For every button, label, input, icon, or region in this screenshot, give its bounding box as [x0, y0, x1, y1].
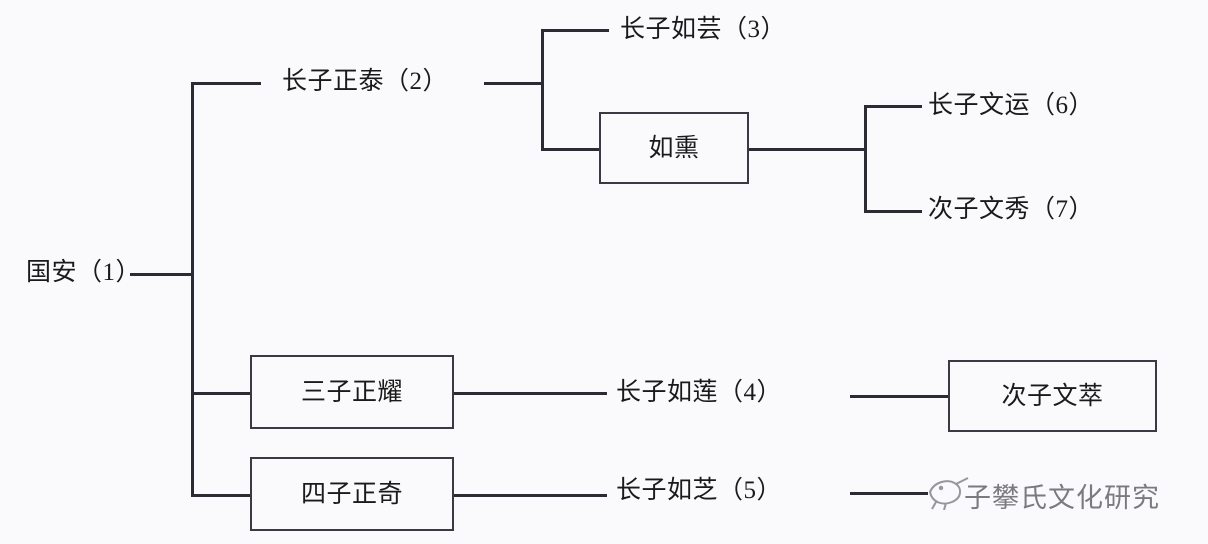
- edge-ruxun-to-wenxiu: [864, 210, 922, 213]
- edge-zhengyao-to-rulian: [452, 392, 607, 395]
- node-zhangzi-zhengtai[interactable]: 长子正泰（2）: [282, 68, 449, 95]
- edge-root-stub: [130, 273, 192, 276]
- node-box-cizi-wencui-label: 次子文萃: [1001, 382, 1104, 410]
- edge-trunk-vertical: [191, 82, 194, 494]
- edge-zhengqi-to-ruzhi: [452, 494, 607, 497]
- edge-trunk-to-zhengyao: [191, 392, 252, 395]
- bird-logo-icon: [926, 472, 970, 511]
- edge-ruxun-split-vertical: [864, 105, 867, 210]
- node-guoan[interactable]: 国安（1）: [26, 259, 142, 286]
- edge-ruxun-to-wenyun: [864, 105, 922, 108]
- edge-zhengtai-to-ruxun: [541, 148, 601, 151]
- edge-zhengtai-split-vertical: [541, 29, 544, 148]
- node-box-sizi-zhengqi-label: 四子正奇: [300, 480, 403, 508]
- edge-zhengtai-to-ruyun: [541, 29, 609, 32]
- edge-rulian-to-wencui: [850, 395, 948, 398]
- edge-ruzhi-stub: [850, 492, 928, 495]
- watermark-text: 子攀氏文化研究: [964, 483, 1160, 513]
- node-cizi-wenxiu[interactable]: 次子文秀（7）: [928, 196, 1095, 223]
- edge-zhengtai-stub: [484, 82, 542, 85]
- node-zhangzi-ruzhi[interactable]: 长子如芝（5）: [616, 477, 783, 504]
- node-zhangzi-ruyun[interactable]: 长子如芸（3）: [620, 16, 787, 43]
- edge-ruxun-stub: [747, 148, 865, 151]
- edge-trunk-to-zhengqi: [191, 494, 252, 497]
- node-box-sanzi-zhengyao-label: 三子正耀: [300, 378, 403, 406]
- node-zhangzi-wenyun[interactable]: 长子文运（6）: [928, 92, 1095, 119]
- node-zhangzi-rulian[interactable]: 长子如莲（4）: [616, 379, 783, 406]
- node-box-sizi-zhengqi[interactable]: 四子正奇: [250, 457, 454, 531]
- node-box-ruxun[interactable]: 如熏: [599, 112, 749, 184]
- node-box-ruxun-label: 如熏: [648, 134, 700, 162]
- edge-trunk-to-zhengtai: [191, 82, 261, 85]
- node-box-sanzi-zhengyao[interactable]: 三子正耀: [250, 355, 454, 429]
- node-box-cizi-wencui[interactable]: 次子文萃: [948, 360, 1157, 432]
